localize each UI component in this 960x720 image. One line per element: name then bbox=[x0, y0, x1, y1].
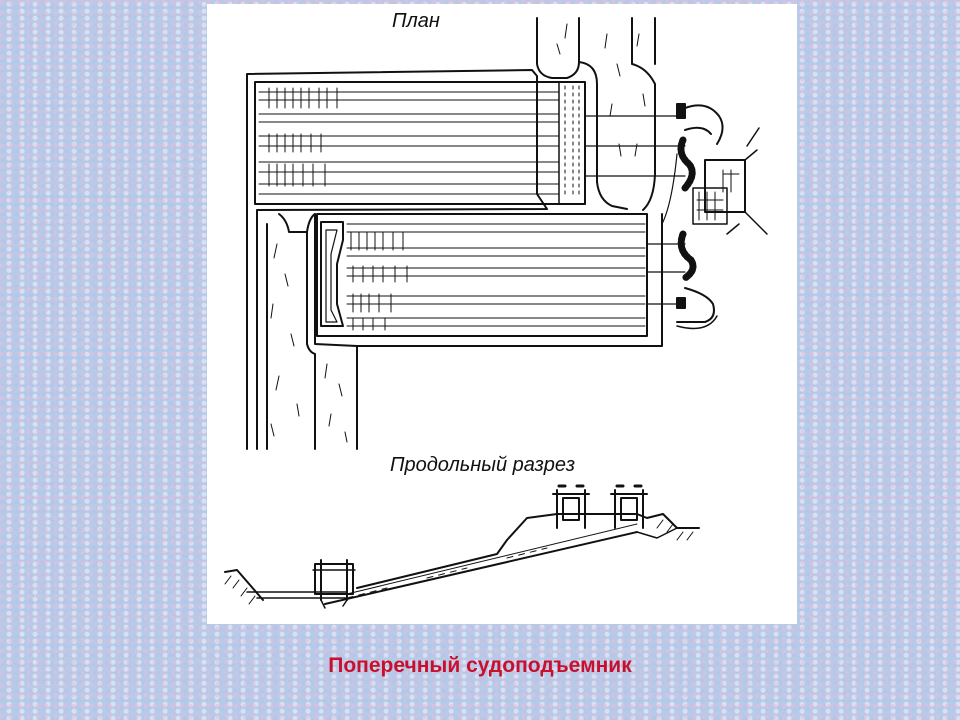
pier-edges bbox=[266, 223, 316, 450]
lower-wall bbox=[314, 213, 663, 450]
machine-house bbox=[704, 159, 746, 213]
section-label: Продольный разрез bbox=[390, 454, 576, 476]
figure-panel: План Продольный разрез bbox=[207, 4, 797, 624]
upper-gate bbox=[558, 81, 586, 205]
canal-wall-right bbox=[578, 61, 628, 210]
left-ground-hatch bbox=[224, 575, 256, 605]
section-view bbox=[224, 484, 700, 609]
slope-end bbox=[636, 527, 678, 539]
ship-lift-drawing bbox=[224, 17, 768, 609]
incline-top bbox=[356, 513, 558, 589]
pier-texture bbox=[270, 23, 646, 443]
upper-chamber-ticks bbox=[268, 85, 580, 197]
upper-chamber-hatching bbox=[258, 91, 560, 195]
winch-machinery bbox=[676, 103, 768, 330]
lower-chamber bbox=[316, 213, 648, 337]
right-ground-hatch bbox=[656, 519, 694, 541]
water-level bbox=[246, 591, 348, 599]
plan-label: План bbox=[392, 10, 440, 32]
lower-chamber-hatching bbox=[346, 223, 646, 327]
left-ground bbox=[224, 569, 264, 601]
canal-bank bbox=[631, 17, 656, 211]
upper-carriage-2 bbox=[610, 484, 648, 529]
lower-carriage bbox=[312, 559, 356, 609]
canal-wall-left bbox=[536, 17, 580, 79]
left-pier bbox=[278, 213, 316, 233]
lower-gate bbox=[320, 221, 344, 327]
upper-carriage-1 bbox=[552, 484, 590, 529]
incline-bottom bbox=[324, 531, 638, 605]
upper-wall bbox=[246, 69, 548, 450]
lower-gate-inner bbox=[325, 229, 338, 323]
lower-chamber-ticks bbox=[350, 231, 408, 331]
rail-dash bbox=[346, 547, 548, 599]
slide-caption: Поперечный судоподъемник bbox=[328, 654, 632, 677]
incline-rail bbox=[346, 523, 638, 595]
plan-view bbox=[246, 17, 768, 450]
right-ground bbox=[556, 513, 700, 529]
